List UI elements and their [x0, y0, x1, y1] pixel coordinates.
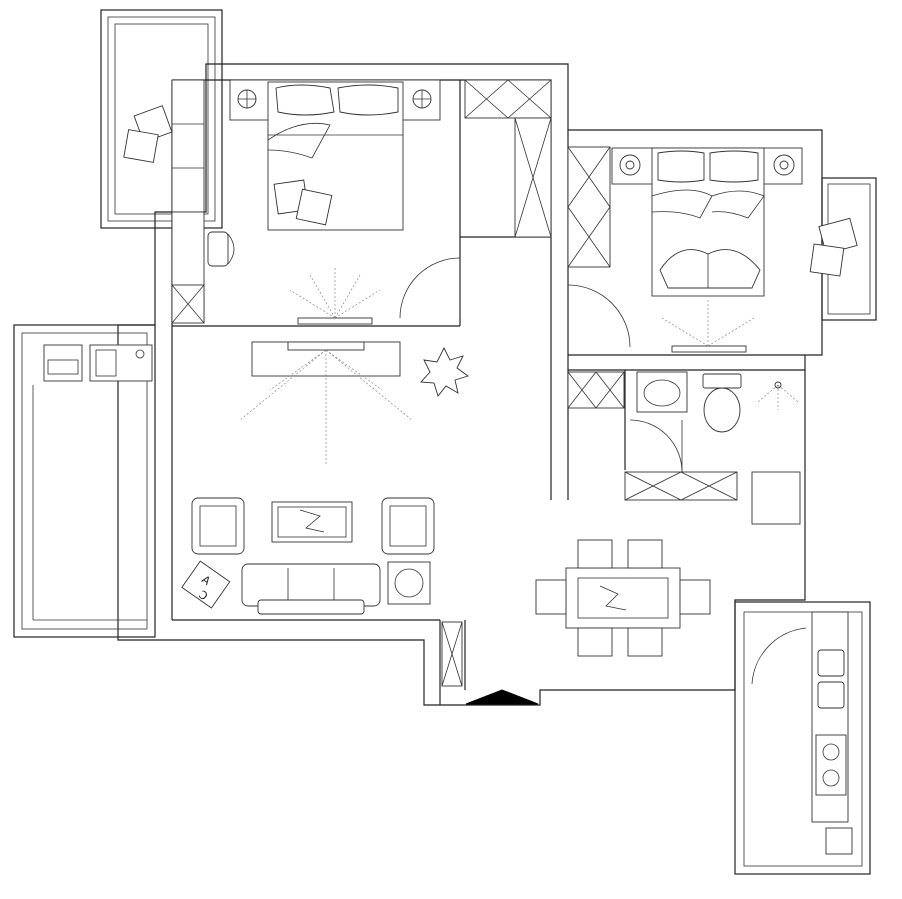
pillow-right	[337, 84, 399, 116]
kitchen	[751, 611, 853, 855]
chair	[679, 579, 711, 615]
dining-table	[565, 567, 681, 629]
door-swing-3	[629, 419, 683, 473]
plant-icon	[420, 346, 469, 397]
desk-chair-icon	[207, 231, 235, 267]
door-swing-2	[567, 284, 631, 348]
cabinet-row	[624, 471, 738, 501]
bedside-lamp-left-icon	[237, 89, 257, 109]
master-bedroom	[171, 79, 461, 325]
second-bedroom	[567, 146, 858, 353]
armchair-left	[191, 497, 245, 555]
bathroom	[567, 371, 801, 525]
wardrobe-2	[567, 146, 611, 268]
living-room: A C	[181, 341, 469, 615]
side-table-left: A C	[181, 560, 231, 609]
chair	[627, 627, 663, 657]
cushions-2	[659, 249, 761, 289]
ceiling-light-2-icon	[661, 300, 755, 347]
hall-wardrobe	[464, 79, 552, 238]
tv-console	[297, 317, 373, 325]
coffee-table	[271, 501, 353, 543]
door-swing-4	[751, 627, 807, 685]
entrance	[441, 621, 539, 705]
shower-icon	[757, 381, 799, 410]
dining-area	[535, 539, 711, 657]
stove-icon	[43, 344, 83, 382]
flower-icon	[299, 509, 325, 533]
wardrobe	[171, 79, 205, 213]
gas-stove-icon	[815, 734, 847, 796]
left-room-appliances	[43, 344, 153, 382]
internal-walls	[171, 80, 805, 705]
bedside-lamp-right-icon	[412, 89, 432, 109]
sink-icon	[636, 371, 688, 413]
door-swing	[399, 257, 461, 319]
entrance-marker-icon	[465, 689, 539, 705]
chair	[535, 579, 567, 615]
vanity-cabinet	[567, 371, 625, 409]
storage	[825, 827, 853, 855]
balcony-chairs-2	[809, 217, 858, 277]
centerpiece-icon	[599, 585, 627, 611]
ceiling-light-icon	[289, 268, 381, 319]
chair	[577, 627, 613, 657]
toilet-icon	[702, 373, 742, 433]
washer	[751, 471, 801, 525]
side-table-right	[387, 561, 431, 605]
balcony-chairs	[123, 105, 173, 163]
cushion-icon	[273, 179, 333, 226]
sink-double-icon	[817, 649, 845, 709]
chair	[627, 539, 663, 569]
tv-console-2	[671, 345, 747, 353]
chair	[577, 539, 613, 569]
sink-unit	[89, 344, 153, 382]
ceiling-light-main-icon	[239, 349, 413, 465]
pillow-left	[275, 84, 335, 116]
armchair-right	[381, 497, 435, 555]
sofa	[241, 563, 381, 615]
